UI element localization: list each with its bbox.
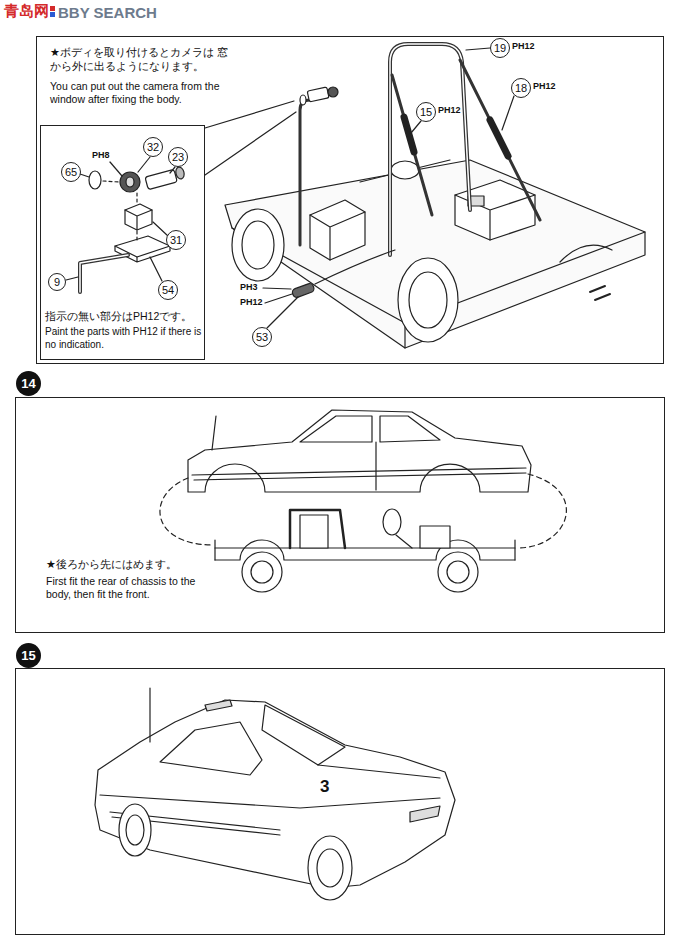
step-panel: 3: [15, 668, 665, 935]
callout-circle: 9: [48, 273, 66, 291]
watermark: BBY SEARCH: [58, 5, 157, 22]
watermark: 青岛网: [4, 3, 49, 20]
paint-code: PH12: [512, 42, 535, 52]
callout-circle: 18: [511, 78, 531, 98]
note-text: 指示の無い部分はPH12です。: [45, 310, 203, 323]
callout-circle: 54: [158, 280, 178, 300]
callout-number: 19: [494, 43, 506, 54]
callout-number: 54: [162, 285, 174, 296]
paint-code: PH8: [92, 151, 110, 161]
step-circle: 15: [16, 643, 41, 668]
callout-number: 53: [256, 332, 268, 343]
paint-code: PH12: [533, 82, 556, 92]
note-text: You can put out the camera from the wind…: [50, 80, 228, 106]
paint-code: PH12: [438, 106, 461, 116]
callout-number: 18: [515, 83, 527, 94]
car-number: 3: [320, 776, 329, 797]
step-panel: ★ボディを取り付けるとカメラは 窓から外に出るようになります。 You can p…: [36, 36, 664, 364]
note-text: ★ボディを取り付けるとカメラは 窓から外に出るようになります。: [50, 46, 228, 74]
note-text: First fit the rear of chassis to the bod…: [46, 575, 221, 601]
callout-circle: 15: [416, 102, 436, 122]
callout-number: 31: [170, 235, 182, 246]
paint-code: PH3: [240, 283, 258, 293]
callout-circle: 65: [61, 162, 81, 182]
callout-number: 65: [65, 167, 77, 178]
detail-inset: 指示の無い部分はPH12です。 Paint the parts with PH12…: [40, 125, 205, 360]
callout-number: 32: [147, 142, 159, 153]
callout-number: 15: [420, 107, 432, 118]
note-text: Paint the parts with PH12 if there is no…: [45, 326, 203, 351]
step-circle: 14: [16, 371, 41, 396]
callout-circle: 32: [143, 137, 163, 157]
callout-circle: 53: [252, 327, 272, 347]
callout-number: 9: [54, 277, 60, 288]
note-text: ★後ろから先にはめます。: [46, 558, 221, 572]
callout-number: 23: [172, 152, 184, 163]
step-number: 14: [21, 377, 35, 390]
callout-circle: 19: [490, 38, 510, 58]
callout-circle: 31: [166, 230, 186, 250]
paint-code: PH12: [240, 298, 263, 308]
step-panel: ★後ろから先にはめます。 First fit the rear of chassi…: [15, 397, 665, 633]
step-number: 15: [21, 649, 35, 662]
callout-circle: 23: [168, 147, 188, 167]
